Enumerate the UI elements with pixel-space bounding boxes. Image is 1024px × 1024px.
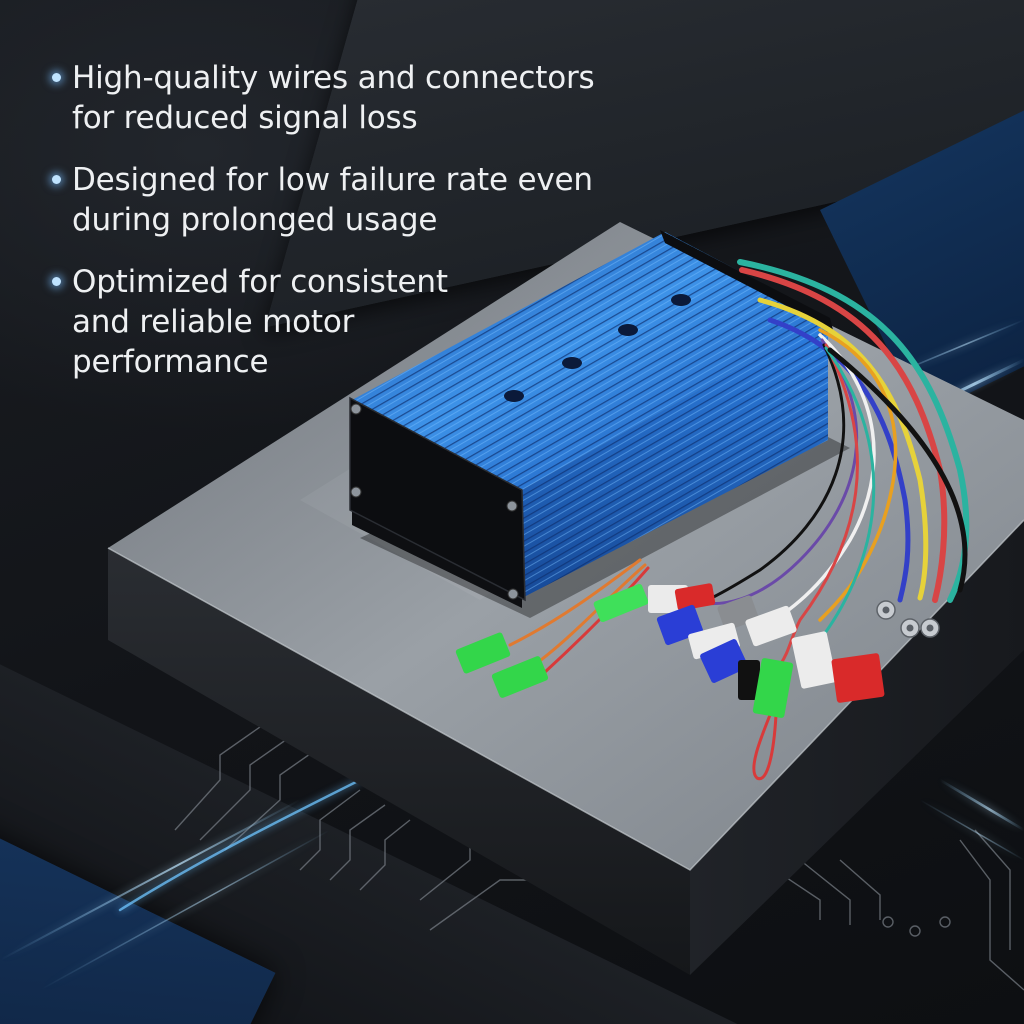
feature-text-line: during prolonged usage: [72, 202, 438, 238]
bullet-dot-icon: [52, 277, 61, 286]
feature-text-line: for reduced signal loss: [72, 100, 418, 136]
bullet-dot-icon: [52, 73, 61, 82]
feature-text-line: and reliable motor: [72, 304, 355, 340]
feature-text-line: Designed for low failure rate even: [72, 162, 593, 198]
feature-item: Optimized for consistent and reliable mo…: [44, 262, 644, 382]
feature-text-line: Optimized for consistent: [72, 264, 448, 300]
feature-text-line: High-quality wires and connectors: [72, 60, 595, 96]
feature-item: Designed for low failure rate even durin…: [44, 160, 644, 240]
feature-list: High-quality wires and connectors for re…: [44, 58, 644, 404]
feature-item: High-quality wires and connectors for re…: [44, 58, 644, 138]
feature-text-line: performance: [72, 344, 269, 380]
bullet-dot-icon: [52, 175, 61, 184]
